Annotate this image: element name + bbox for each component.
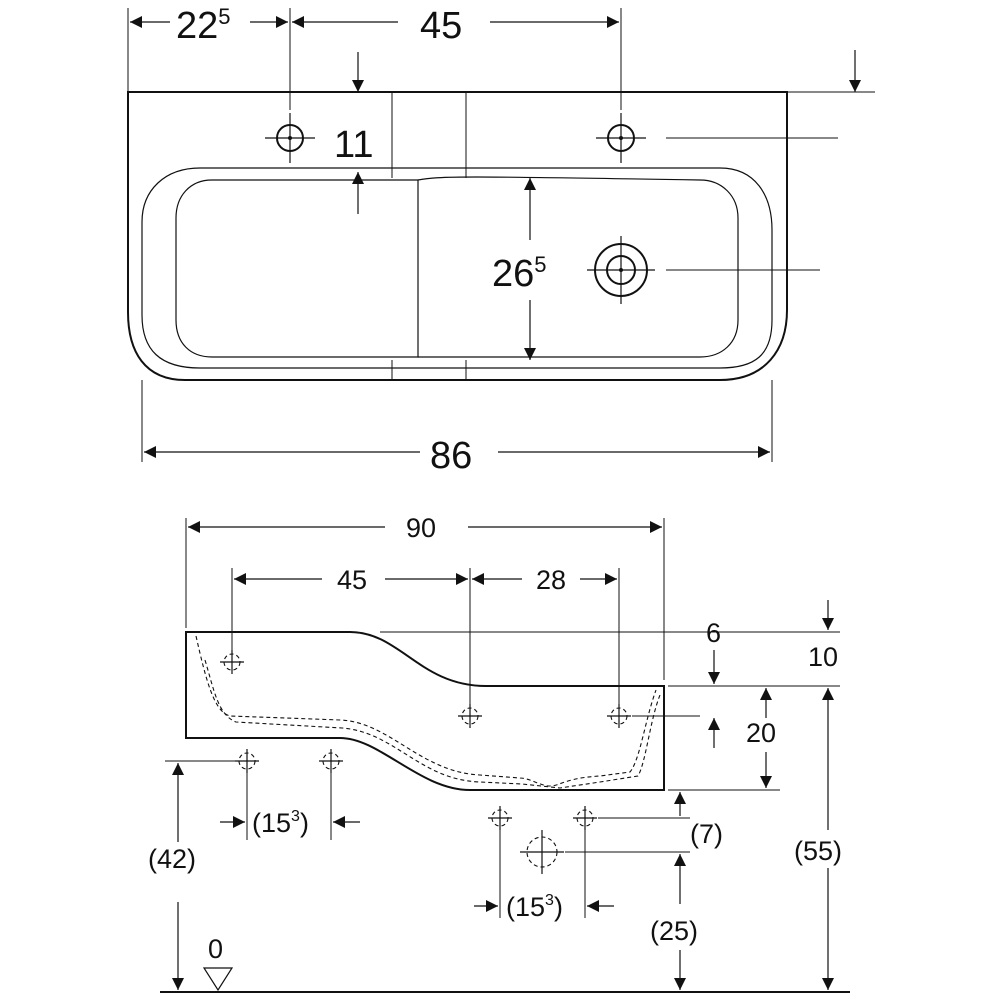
bowl-left: [175, 179, 419, 358]
bracket-left-1-icon: [235, 749, 259, 773]
dim-top-offset: 6: [706, 618, 721, 648]
top-view: 225 45 11 265 86: [127, 4, 875, 477]
bracket-right-1-icon: [488, 806, 512, 830]
dim-depth: 20: [746, 718, 776, 748]
drain-outlet-icon: [520, 830, 564, 874]
side-body-outline: [185, 631, 665, 791]
dim-drain-height: (25): [650, 916, 698, 946]
basin-outline: [127, 91, 788, 381]
crosshair-3-icon: [607, 704, 631, 728]
dim-tap-spacing: 45: [420, 5, 462, 47]
bracket-right-2-icon: [573, 806, 597, 830]
dim-drain-offset: (7): [690, 819, 723, 849]
bracket-left-2-icon: [319, 749, 343, 773]
dim-rim-drop: 10: [808, 642, 838, 672]
floor-level-icon: [202, 967, 234, 992]
side-view: 90 45 28 6 10 20 (153) (153) (42) (7) (2…: [148, 513, 850, 993]
dim-overall-width: 86: [430, 435, 472, 477]
basin-rim: [141, 167, 773, 369]
dim-rim-height: (55): [794, 836, 842, 866]
mounting-hole-right-icon: [596, 113, 646, 163]
dim-right-spacing: 28: [536, 565, 566, 595]
tap-shelf: [417, 176, 739, 358]
dim-bracket-spacing-left: (153): [252, 808, 309, 838]
dim-overall: 90: [406, 513, 436, 543]
dim-bracket-height: (42): [148, 844, 196, 874]
crosshair-1-icon: [220, 650, 244, 674]
dim-hole-depth: 11: [334, 124, 373, 166]
tap-hole-icon: [587, 236, 655, 304]
dim-bowl-width: 265: [492, 252, 547, 295]
dim-bracket-spacing-right: (153): [506, 892, 563, 922]
floor-level-label: 0: [208, 934, 223, 964]
dim-left-offset: 225: [176, 4, 231, 47]
dim-left-spacing: 45: [337, 565, 367, 595]
mounting-hole-left-icon: [265, 113, 315, 163]
side-bowl-dashed: [195, 635, 657, 787]
crosshair-2-icon: [458, 704, 482, 728]
